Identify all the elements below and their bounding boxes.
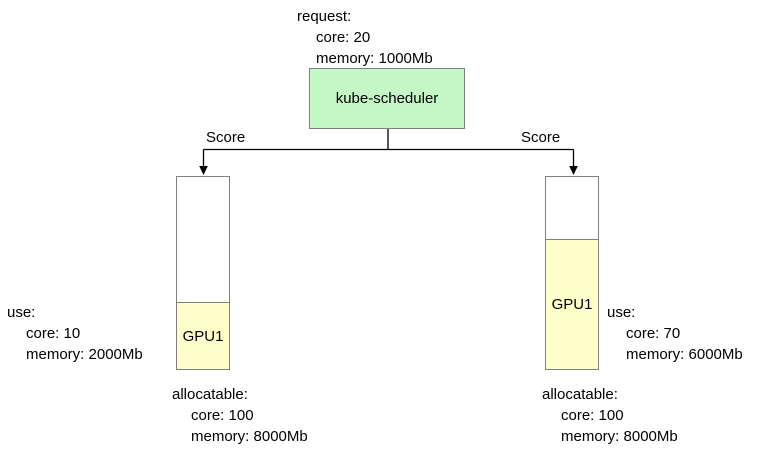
request-info: request: core: 20 memory: 1000Mb [297,6,433,69]
request-memory: memory: 1000Mb [316,50,433,67]
use-right-memory: memory: 6000Mb [626,346,743,363]
arrow-down-icon [569,166,578,175]
allocatable-right-memory: memory: 8000Mb [561,428,678,445]
allocatable-right-title: allocatable: [542,386,618,403]
use-left-core: core: 10 [26,325,81,342]
allocatable-left-core: core: 100 [191,407,254,424]
node-left-box: GPU1 [176,176,230,370]
kube-scheduler-box: kube-scheduler [309,68,465,129]
arrow-down-icon [199,166,208,175]
allocatable-right-core: core: 100 [561,407,624,424]
use-info-right: use: core: 70 memory: 6000Mb [607,302,743,365]
use-left-memory: memory: 2000Mb [26,346,143,363]
allocatable-info-right: allocatable: core: 100 memory: 8000Mb [542,384,678,447]
kube-scheduler-label: kube-scheduler [335,90,439,107]
use-left-title: use: [7,304,36,321]
use-info-left: use: core: 10 memory: 2000Mb [7,302,143,365]
gpu-label-right: GPU1 [551,296,593,313]
score-label-right: Score [521,129,561,146]
use-right-core: core: 70 [626,325,681,342]
allocatable-info-left: allocatable: core: 100 memory: 8000Mb [172,384,308,447]
gpu-block-left: GPU1 [177,302,229,369]
gpu-label-left: GPU1 [182,327,224,345]
allocatable-left-memory: memory: 8000Mb [191,428,308,445]
request-core: core: 20 [316,29,371,46]
allocatable-left-title: allocatable: [172,386,248,403]
node-right-box: GPU1 [545,176,599,370]
request-title: request: [297,8,352,25]
gpu-block-right: GPU1 [546,239,598,369]
use-right-title: use: [607,304,636,321]
score-label-left: Score [206,129,246,146]
